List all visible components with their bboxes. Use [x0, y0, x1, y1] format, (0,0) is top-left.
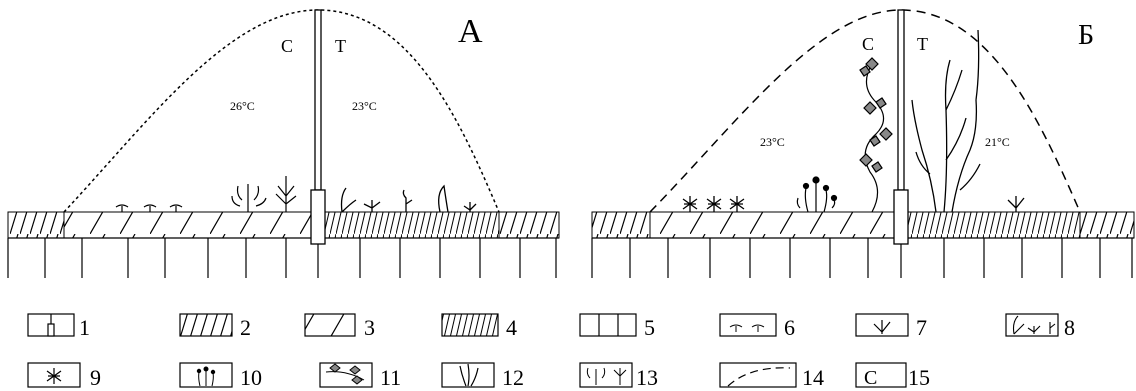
soil-layer-outer-left: [7, 211, 65, 239]
legend-num-11: 11: [380, 365, 401, 390]
legend-item-2: 2: [179, 313, 251, 340]
legend-item-1: 1: [27, 313, 90, 340]
legend-num-6: 6: [784, 315, 795, 340]
tall-grass-icon: [459, 363, 479, 387]
legend-item-7: 7: [855, 313, 927, 340]
shrub-a: [231, 176, 297, 212]
zone-label-left-b: С: [862, 34, 874, 54]
panel-b: С Т 23°C 21°C Б: [591, 9, 1135, 278]
legend-item-15: С 15: [855, 362, 930, 390]
legend-num-8: 8: [1064, 315, 1075, 340]
seedling: [115, 204, 129, 212]
vine-b: [859, 57, 893, 213]
temperature-left-a: 26°C: [230, 99, 255, 113]
legend-item-14: 14: [719, 362, 824, 390]
greenhouse-dome-outline-b: [649, 9, 1081, 213]
temperature-left-b: 23°C: [760, 135, 785, 149]
vine-leaves-icon: [325, 363, 365, 385]
hatch-wide-icon: [304, 313, 356, 337]
soil-layer-warm-side: [63, 211, 313, 239]
pole-base-b: [893, 189, 909, 245]
shrub-pair-icon: [586, 367, 627, 385]
panel-label-b: Б: [1078, 20, 1094, 51]
panel-label-a: А: [458, 13, 483, 50]
legend-item-4: 4: [441, 313, 517, 340]
soil-layer-cold-side-b: [907, 211, 1081, 239]
mixed-sprouts-a: [340, 184, 477, 213]
legend-num-5: 5: [644, 315, 655, 340]
temperature-right-a: 23°C: [352, 99, 377, 113]
flowering-shrub-b: [796, 176, 838, 213]
temperature-right-b: 21°C: [985, 135, 1010, 149]
sprout-icon: [873, 320, 891, 334]
legend-item-3: 3: [304, 313, 375, 340]
subsoil-columns: [7, 237, 559, 278]
zone-label-right-b: Т: [917, 34, 928, 54]
sprout-b: [1007, 196, 1025, 212]
legend-num-2: 2: [240, 315, 251, 340]
legend-num-10: 10: [240, 365, 262, 390]
pole-base: [310, 189, 326, 245]
star-plant-icon: [46, 368, 62, 384]
legend-item-5: 5: [579, 313, 655, 340]
legend-item-10: 10: [179, 362, 262, 390]
legend-item-9: 9: [27, 362, 101, 390]
mixed-sprouts-icon: [1012, 315, 1056, 335]
legend-num-4: 4: [506, 315, 517, 340]
seedling: [143, 204, 157, 212]
legend-item-13: 13: [579, 362, 658, 390]
zone-label-right-a: Т: [335, 36, 346, 56]
legend-num-7: 7: [916, 315, 927, 340]
columns-icon: [579, 313, 637, 337]
legend-num-13: 13: [636, 365, 658, 390]
panel-a: С Т 26°C 23°C А: [7, 9, 560, 278]
legend-item-6: 6: [719, 313, 795, 340]
tall-grass-b: [911, 29, 981, 213]
seedlings-icon: [729, 324, 765, 332]
legend-num-14: 14: [802, 365, 824, 390]
soil-layer-outer-right: [498, 211, 560, 239]
legend-item-11: 11: [319, 362, 401, 390]
central-pole-b: [897, 9, 905, 191]
subsoil-columns-b: [591, 237, 1134, 278]
legend-num-9: 9: [90, 365, 101, 390]
central-pole: [314, 9, 322, 191]
legend: 1 2 3 4 5 6: [27, 313, 1075, 390]
legend-num-12: 12: [502, 365, 524, 390]
hatch-dense-icon: [441, 313, 499, 337]
star-plants-b: [682, 196, 745, 212]
dashed-curve-icon: [727, 367, 791, 387]
legend-letter-15: С: [864, 367, 877, 389]
soil-layer-cold-side: [324, 211, 500, 239]
seedlings-group-a: [115, 204, 183, 212]
legend-item-8: 8: [1005, 313, 1075, 340]
soil-layer-warm-side-b: [649, 211, 895, 239]
zone-label-left-a: С: [281, 36, 293, 56]
letter-box-icon: [855, 362, 907, 388]
legend-num-15: 15: [908, 365, 930, 390]
flowering-shrub-icon: [196, 366, 216, 387]
legend-num-3: 3: [364, 315, 375, 340]
hatch-sparse-icon: [179, 313, 233, 337]
soil-layer-outer-left-b: [591, 211, 651, 239]
legend-item-12: 12: [441, 362, 524, 390]
soil-layer-outer-right-b: [1079, 211, 1135, 239]
seedling: [169, 204, 183, 212]
legend-num-1: 1: [79, 315, 90, 340]
